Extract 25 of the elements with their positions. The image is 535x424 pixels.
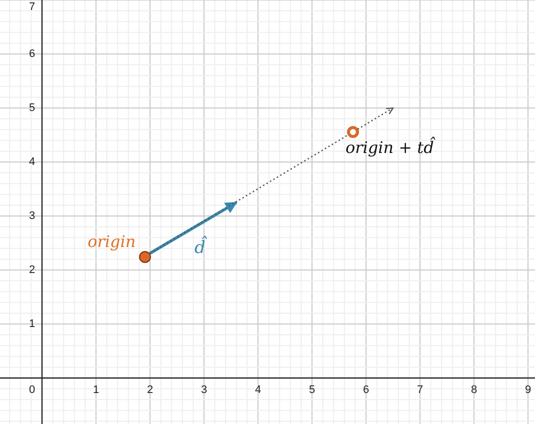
axis-tick-label: 5 [308,384,316,396]
axis-tick-label: 1 [92,384,100,396]
axis-tick-label: 3 [28,210,36,222]
axis-tick-label: 0 [28,384,36,396]
axis-tick-label: 6 [28,48,36,60]
point-label: origin [88,232,136,250]
axis-tick-label: 4 [254,384,262,396]
point-label: origin + td̂ [346,138,434,158]
axis-tick-label: 7 [28,1,36,13]
edge-label: d̂ [194,238,206,258]
arrow [149,201,238,255]
open-point-marker [346,126,358,138]
axis-tick-label: 1 [28,318,36,330]
axis-tick-label: 7 [416,384,424,396]
axis-tick-label: 2 [28,264,36,276]
axis-tick-label: 2 [146,384,154,396]
axis-tick-label: 9 [524,384,532,396]
dotted-line [149,134,348,254]
axis-tick-label: 5 [28,102,36,114]
point-marker [138,250,151,262]
dotted-line [357,107,394,130]
axis-tick-label: 3 [200,384,208,396]
axis-tick-label: 6 [362,384,370,396]
axis-tick-label: 4 [28,156,36,168]
axis-tick-label: 8 [470,384,478,396]
